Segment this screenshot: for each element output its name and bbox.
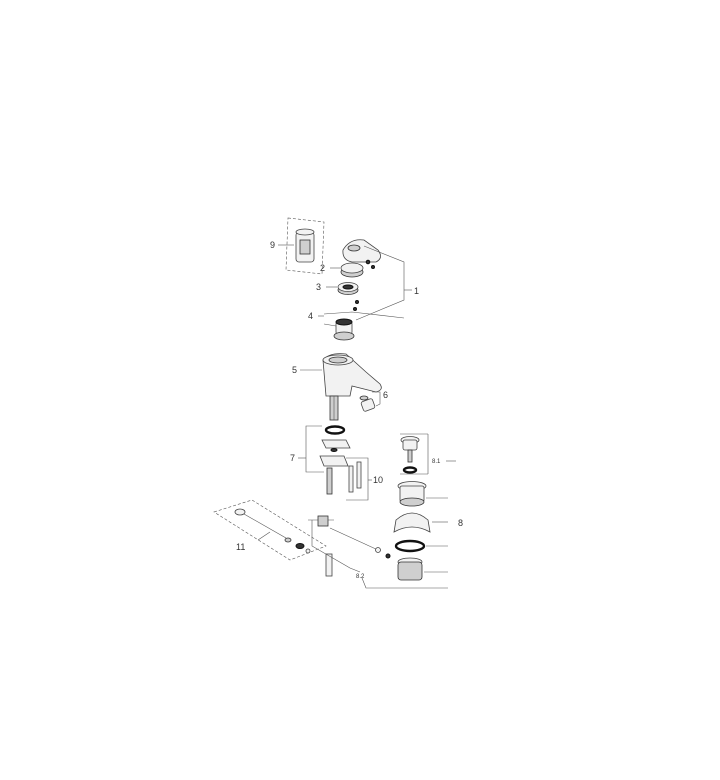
part-8-1-plug: [400, 433, 456, 475]
part-7-fixing-set: [298, 425, 351, 473]
label-2: 2: [320, 263, 325, 273]
label-8: 8: [458, 518, 463, 528]
part-11-pull-rod-set: [213, 499, 327, 561]
label-3: 3: [316, 282, 321, 292]
small-screw-icon: [353, 307, 357, 311]
part-3-nut: [326, 282, 359, 295]
label-6: 6: [383, 390, 388, 400]
part-6-aerator: [359, 391, 381, 412]
part-5-faucet-body: [300, 353, 382, 421]
label-5: 5: [292, 365, 297, 375]
small-screw-icon: [355, 300, 359, 304]
part-8-waste-body: [393, 481, 448, 581]
part-10-studs: [326, 457, 372, 501]
label-10: 10: [373, 475, 383, 485]
part-8-2-linkage: [308, 515, 448, 589]
label-11: 11: [236, 542, 245, 552]
part-4-adapter: [318, 311, 405, 341]
label-4: 4: [308, 311, 313, 321]
label-8-2: 8.2: [356, 574, 365, 580]
label-9: 9: [270, 240, 275, 250]
part-9-cartridge: [278, 217, 325, 275]
part-1-lever-handle: [342, 239, 412, 321]
label-1: 1: [414, 286, 419, 296]
label-7: 7: [290, 453, 295, 463]
label-8-1: 8.1: [432, 459, 441, 465]
part-2-cap: [330, 262, 364, 278]
